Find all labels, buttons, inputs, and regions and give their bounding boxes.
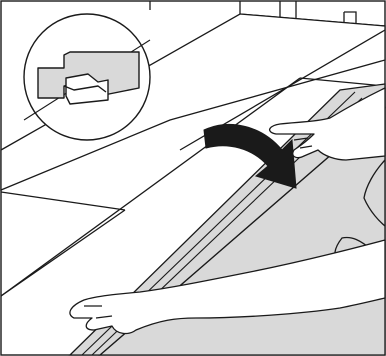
joint-detail-inset <box>24 14 150 140</box>
